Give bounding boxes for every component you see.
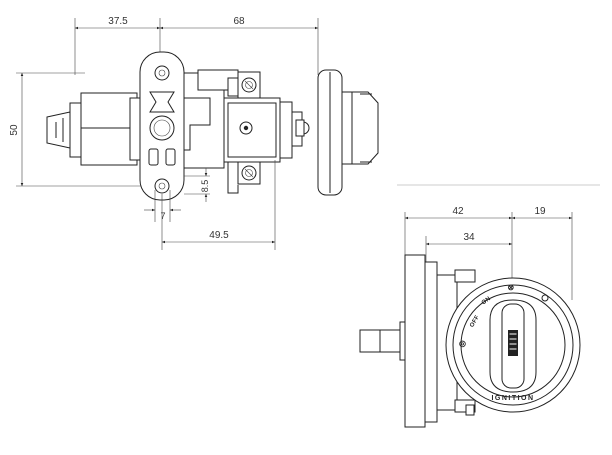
position-label-off: OFF xyxy=(469,314,481,328)
dim-top-left-label: 37.5 xyxy=(108,16,128,27)
dim-small-h-label: 7 xyxy=(160,211,165,221)
dim-top-right-label: 68 xyxy=(233,16,245,27)
dim-front-top-left-label: 42 xyxy=(452,206,464,217)
dim-height: 50 xyxy=(9,72,160,187)
dim-small-h: 7 xyxy=(144,190,181,222)
shaft-collar xyxy=(69,102,82,158)
mark-top: ⊗ xyxy=(507,283,514,292)
dim-height-label: 50 xyxy=(9,124,20,136)
dim-small-v: 8.5 xyxy=(184,168,210,202)
ignition-label: IGNITION xyxy=(491,395,534,402)
mark-left: ◎ xyxy=(459,339,466,348)
shaft-tip xyxy=(46,111,71,149)
side-view: 37.5 68 50 xyxy=(9,16,379,250)
front-knob xyxy=(489,299,537,393)
dim-top: 37.5 68 xyxy=(74,16,319,75)
dim-small-v-label: 8.5 xyxy=(200,180,210,193)
knob xyxy=(341,91,379,165)
dim-front-inner: 34 xyxy=(425,232,512,262)
shaft-body xyxy=(80,92,138,166)
dim-front-inner-label: 34 xyxy=(463,232,475,243)
position-label-on: ON xyxy=(481,296,492,306)
dim-bottom-label: 49.5 xyxy=(209,230,229,241)
indicator-dot xyxy=(541,294,549,302)
dim-front-top: 42 19 xyxy=(404,206,573,300)
dim-front-top-right-label: 19 xyxy=(534,206,546,217)
dim-bottom: 49.5 xyxy=(161,160,276,250)
hourglass-slot xyxy=(149,91,175,113)
front-view: 42 19 34 xyxy=(359,206,581,428)
front-flange xyxy=(404,254,426,428)
